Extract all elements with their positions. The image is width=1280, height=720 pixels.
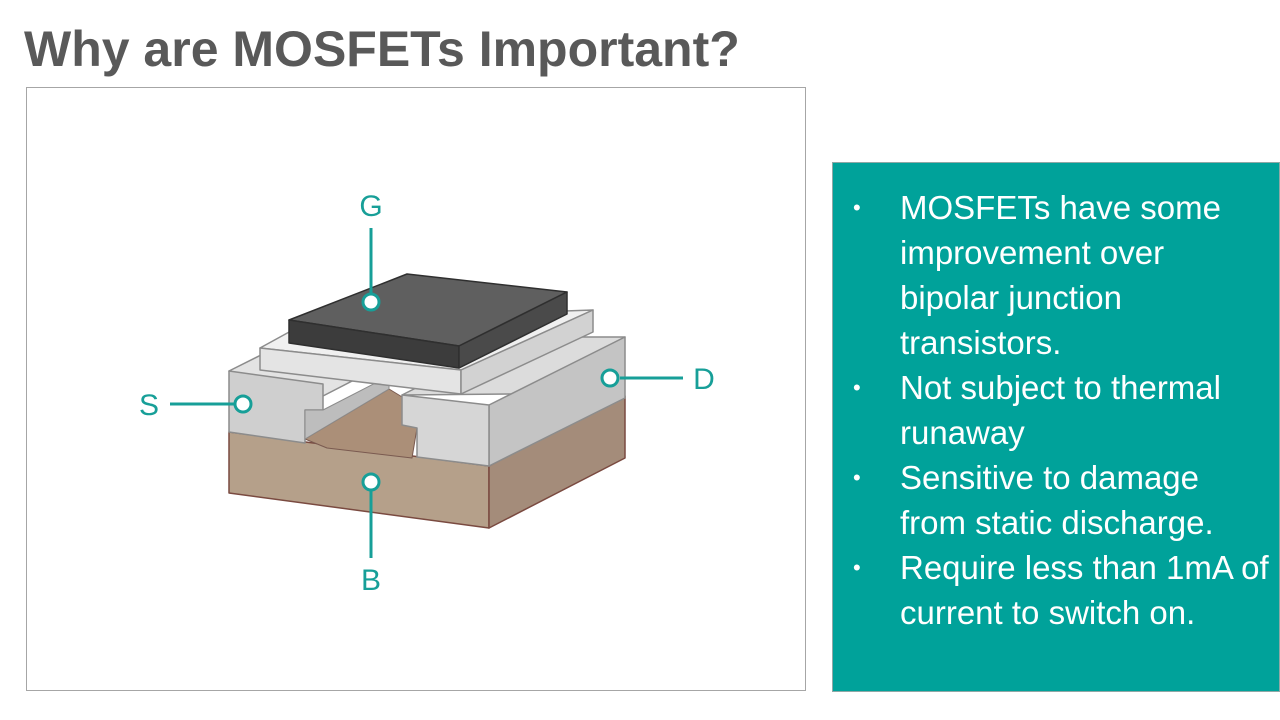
bullet-icon: • [853,195,861,220]
drain-marker [600,368,620,388]
gate-label: G [359,190,382,223]
bullet-icon: • [853,465,861,490]
list-item: • Sensitive to damage from static discha… [833,455,1279,545]
drain-front-face [401,394,490,467]
bullet-icon: • [853,375,861,400]
bullet-icon: • [853,555,861,580]
bullet-text: MOSFETs have some improvement over bipol… [900,189,1221,361]
gate-marker [361,292,381,312]
bullet-text: Sensitive to damage from static discharg… [900,459,1214,541]
mosfet-facts-list: • MOSFETs have some improvement over bip… [833,163,1279,635]
list-item: • Require less than 1mA of current to sw… [833,545,1279,635]
list-item: • MOSFETs have some improvement over bip… [833,185,1279,365]
terminal-callouts [170,228,683,558]
body-marker [361,472,381,492]
drain-label: D [693,363,715,396]
bullet-text: Not subject to thermal runaway [900,369,1221,451]
mosfet-structure [228,273,626,529]
body-label: B [361,564,381,597]
mosfet-facts-panel: • MOSFETs have some improvement over bip… [832,162,1280,692]
oxide-right-face [460,309,594,395]
terminal-markers [233,292,620,492]
mosfet-diagram-frame: G S D B [26,87,806,691]
source-label: S [139,389,159,422]
slide-title: Why are MOSFETs Important? [24,21,740,77]
bullet-text: Require less than 1mA of current to swit… [900,549,1269,631]
list-item: • Not subject to thermal runaway [833,365,1279,455]
gate-right-face [458,291,568,369]
mosfet-diagram: G S D B [139,190,715,597]
source-marker [233,394,253,414]
